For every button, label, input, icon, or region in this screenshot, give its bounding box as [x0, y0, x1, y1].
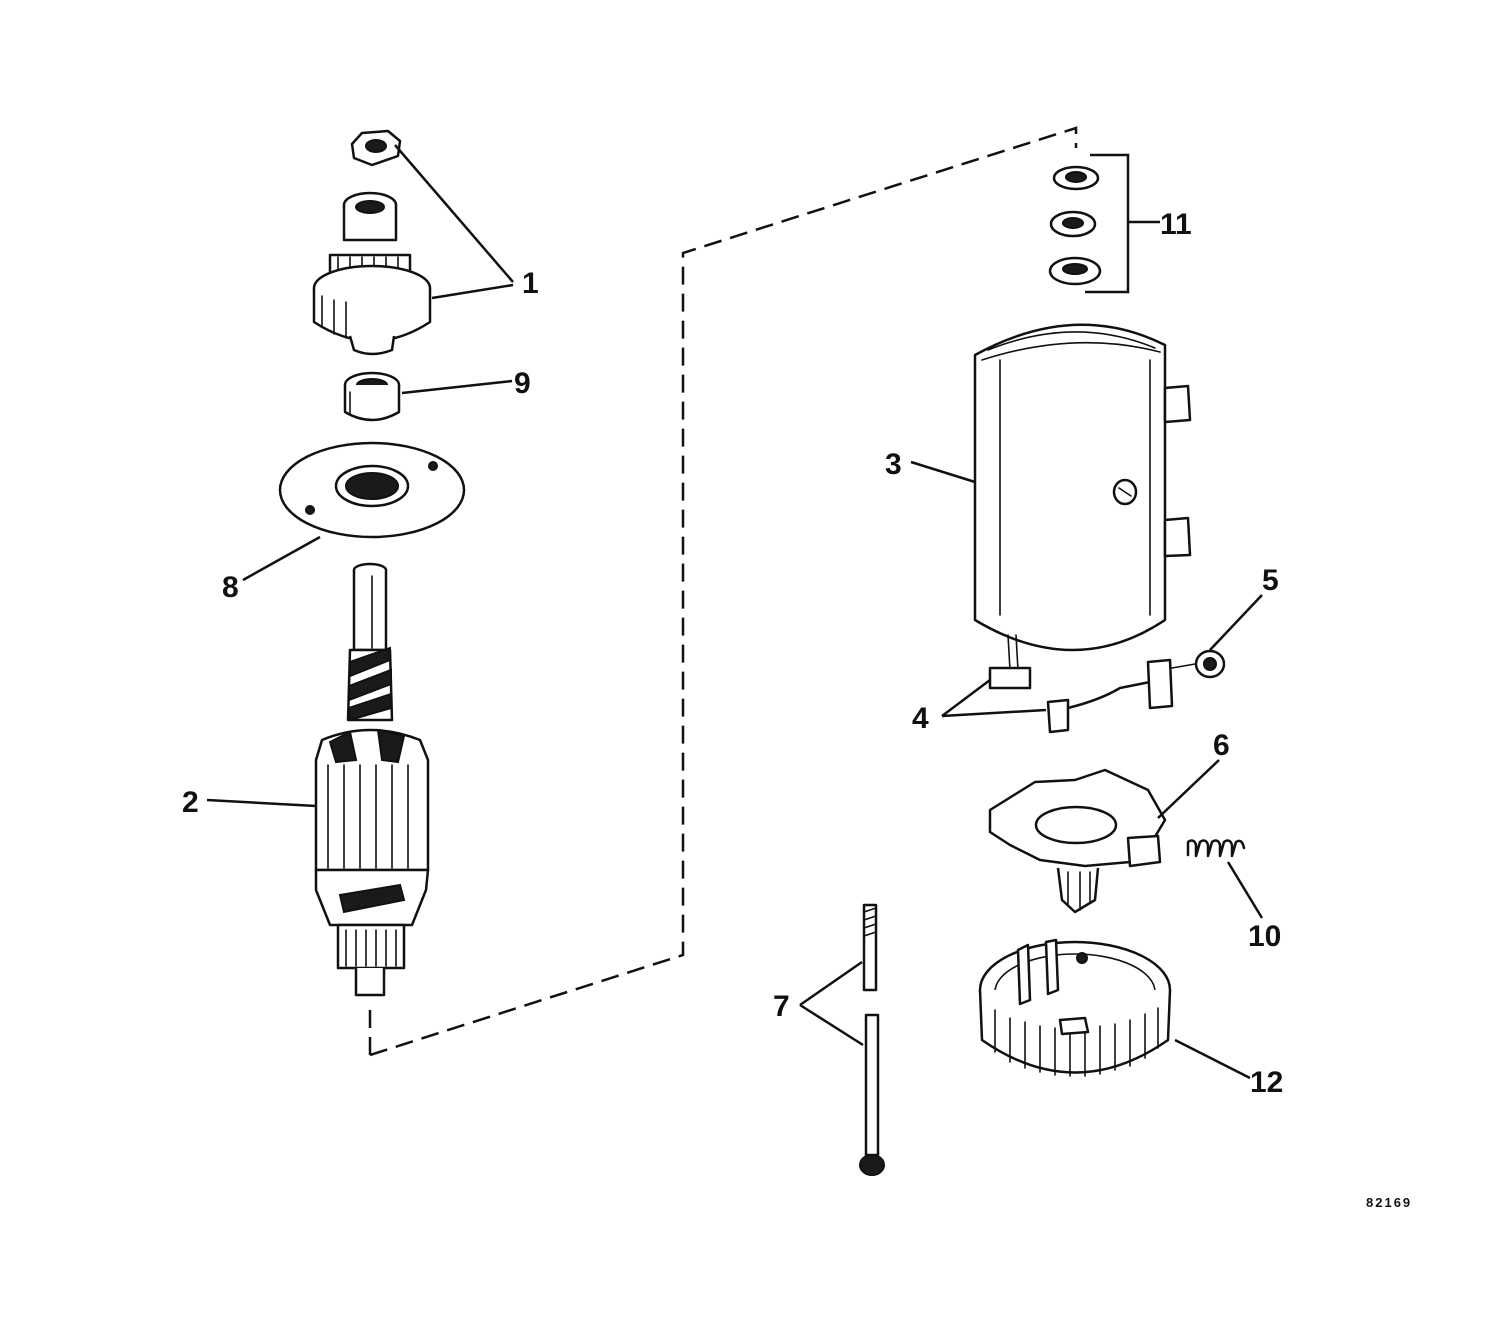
figure-number: 82169 — [1366, 1195, 1412, 1210]
commutator-end-cap — [978, 938, 1172, 1077]
armature — [314, 562, 430, 997]
part-label-4: 4 — [912, 702, 929, 735]
part-label-7: 7 — [773, 990, 790, 1023]
thrust-plate — [278, 441, 466, 539]
part-label-6: 6 — [1213, 729, 1230, 762]
leader-lines — [206, 144, 1264, 1080]
part-label-5: 5 — [1262, 564, 1279, 597]
part-label-3: 3 — [885, 448, 902, 481]
brush-leads — [988, 634, 1174, 734]
field-frame-housing — [973, 323, 1192, 652]
drive-nut — [350, 129, 402, 167]
through-bolts — [859, 903, 885, 1176]
spacer-bushing — [343, 371, 401, 422]
part-label-10: 10 — [1248, 920, 1281, 953]
terminal-nut — [1171, 649, 1226, 679]
brush-plate — [988, 768, 1167, 914]
washer-set — [1048, 153, 1130, 294]
drive-pinion-assembly — [312, 191, 432, 356]
part-labels: 1 2 3 4 5 6 7 8 9 10 11 12 — [182, 208, 1283, 1099]
assembly-dashed-outline — [368, 126, 1078, 1057]
part-label-9: 9 — [514, 367, 531, 400]
part-label-11: 11 — [1160, 208, 1192, 241]
brush-springs — [1186, 839, 1246, 858]
part-label-1: 1 — [522, 267, 539, 300]
part-label-12: 12 — [1250, 1066, 1283, 1099]
part-label-8: 8 — [222, 571, 239, 604]
part-label-2: 2 — [182, 786, 199, 819]
